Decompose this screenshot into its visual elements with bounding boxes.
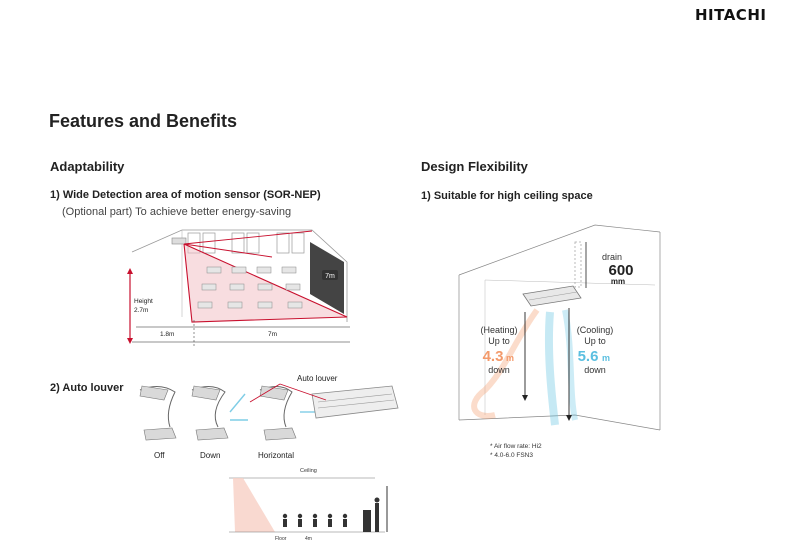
- feature-title-motion-sensor: 1) Wide Detection area of motion sensor …: [50, 189, 321, 201]
- louver-horizontal: [259, 386, 293, 428]
- wall-badge: 7m: [325, 273, 335, 280]
- dim-left-label: 1.8m: [160, 331, 174, 338]
- auto-louver-diagram: Auto louver Off Down Horizontal: [139, 374, 399, 460]
- airflow-plume: [233, 478, 275, 532]
- desk: [285, 283, 301, 291]
- detection-area: [184, 244, 347, 322]
- louver-label-down: Down: [200, 451, 220, 460]
- seated-people: [282, 513, 348, 527]
- teacher-head: [374, 497, 380, 503]
- detection-boundary: [183, 243, 348, 323]
- window: [291, 232, 305, 254]
- cooling-upto: Up to: [584, 336, 606, 346]
- arrow-down-icon: [566, 415, 572, 421]
- louver-label-horizontal: Horizontal: [258, 451, 294, 460]
- desk: [287, 301, 303, 309]
- room-outline: [131, 229, 348, 322]
- window: [231, 232, 245, 254]
- ceiling-label: Ceiling: [300, 468, 317, 474]
- ceiling-edge: [458, 224, 661, 276]
- cooling-label: (Cooling): [577, 325, 614, 335]
- louver-off: [139, 386, 176, 428]
- louver-base-off: [143, 427, 177, 441]
- unit-grille: [317, 393, 393, 403]
- sensor-unit: [171, 237, 187, 245]
- detection-ray: [183, 243, 273, 258]
- motion-sensor-room-diagram: 7m Height 2.7m 1.8m 7m: [127, 229, 350, 347]
- arrow-down-icon: [522, 395, 528, 401]
- cooling-unit: m: [602, 353, 610, 363]
- desk: [257, 301, 273, 309]
- desk: [201, 283, 217, 291]
- heating-label: (Heating): [480, 325, 517, 335]
- cooling-airflow: [544, 311, 559, 426]
- callout-line: [279, 383, 327, 401]
- heating-unit: m: [506, 353, 514, 363]
- feature-subtitle-energy: (Optional part) To achieve better energy…: [62, 206, 292, 218]
- louver-down: [191, 386, 226, 428]
- indoor-unit: [311, 385, 399, 419]
- desk: [257, 283, 273, 291]
- cooling-airflow: [562, 309, 578, 421]
- desk: [227, 301, 243, 309]
- airflow-arrow: [229, 393, 246, 413]
- desk: [206, 266, 222, 274]
- louver-blade-down: [191, 385, 221, 401]
- louver-label-off: Off: [154, 451, 165, 460]
- window: [246, 232, 260, 254]
- window: [202, 232, 216, 254]
- section-heading-adaptability: Adaptability: [50, 159, 125, 174]
- arrow-down-icon: [127, 338, 133, 344]
- cooling-down: down: [584, 365, 606, 375]
- heating-upto: Up to: [488, 336, 510, 346]
- inner-ceiling-line: [484, 279, 656, 286]
- floor-label: Floor: [275, 536, 287, 542]
- window: [276, 232, 290, 254]
- heating-airflow: [471, 308, 540, 419]
- heating-value: 4.3: [483, 348, 504, 365]
- brand-logo: HITACHI: [695, 6, 767, 24]
- high-ceiling-diagram: drain 600 mm (Heating) Up to 4.3 m down …: [458, 224, 661, 431]
- feature-title-auto-louver: 2) Auto louver: [50, 382, 124, 394]
- note-air-flow: * Air flow rate: Hi2: [490, 443, 542, 450]
- wall-badge-bg: [322, 270, 338, 280]
- section-heading-design-flexibility: Design Flexibility: [421, 159, 528, 174]
- drain-unit: mm: [611, 277, 625, 286]
- desk: [256, 266, 272, 274]
- desk: [281, 266, 297, 274]
- note-model-range: * 4.0-6.0 FSN3: [490, 452, 533, 459]
- page-title: Features and Benefits: [49, 111, 238, 131]
- louver-base-down: [195, 427, 229, 441]
- louver-blade-horizontal: [259, 385, 289, 401]
- teacher-body: [375, 503, 379, 532]
- feature-title-high-ceiling: 1) Suitable for high ceiling space: [421, 190, 593, 202]
- louver-base-horizontal: [263, 427, 297, 441]
- classroom-airflow-diagram: Ceiling Floor 4m: [229, 468, 388, 542]
- drain-label: drain: [602, 252, 622, 262]
- cooling-value: 5.6: [578, 348, 599, 365]
- floor-dimension: 4m: [305, 536, 312, 542]
- desk: [197, 301, 213, 309]
- lectern: [363, 510, 371, 532]
- arrow-up-icon: [127, 268, 133, 274]
- floor-edge: [458, 414, 661, 431]
- detection-ray: [183, 230, 313, 245]
- heating-down: down: [488, 365, 510, 375]
- drain-value: 600: [608, 262, 633, 279]
- dim-right-label: 7m: [268, 331, 277, 338]
- drain-pipe: [574, 241, 582, 288]
- desk: [229, 283, 245, 291]
- callout-line: [249, 383, 281, 403]
- desk: [231, 266, 247, 274]
- height-label: Height: [134, 298, 153, 305]
- auto-louver-callout: Auto louver: [297, 374, 338, 383]
- cassette-grille: [528, 291, 578, 301]
- louver-blade-off: [139, 385, 169, 401]
- height-value: 2.7m: [134, 307, 148, 314]
- unit-grille: [317, 399, 395, 409]
